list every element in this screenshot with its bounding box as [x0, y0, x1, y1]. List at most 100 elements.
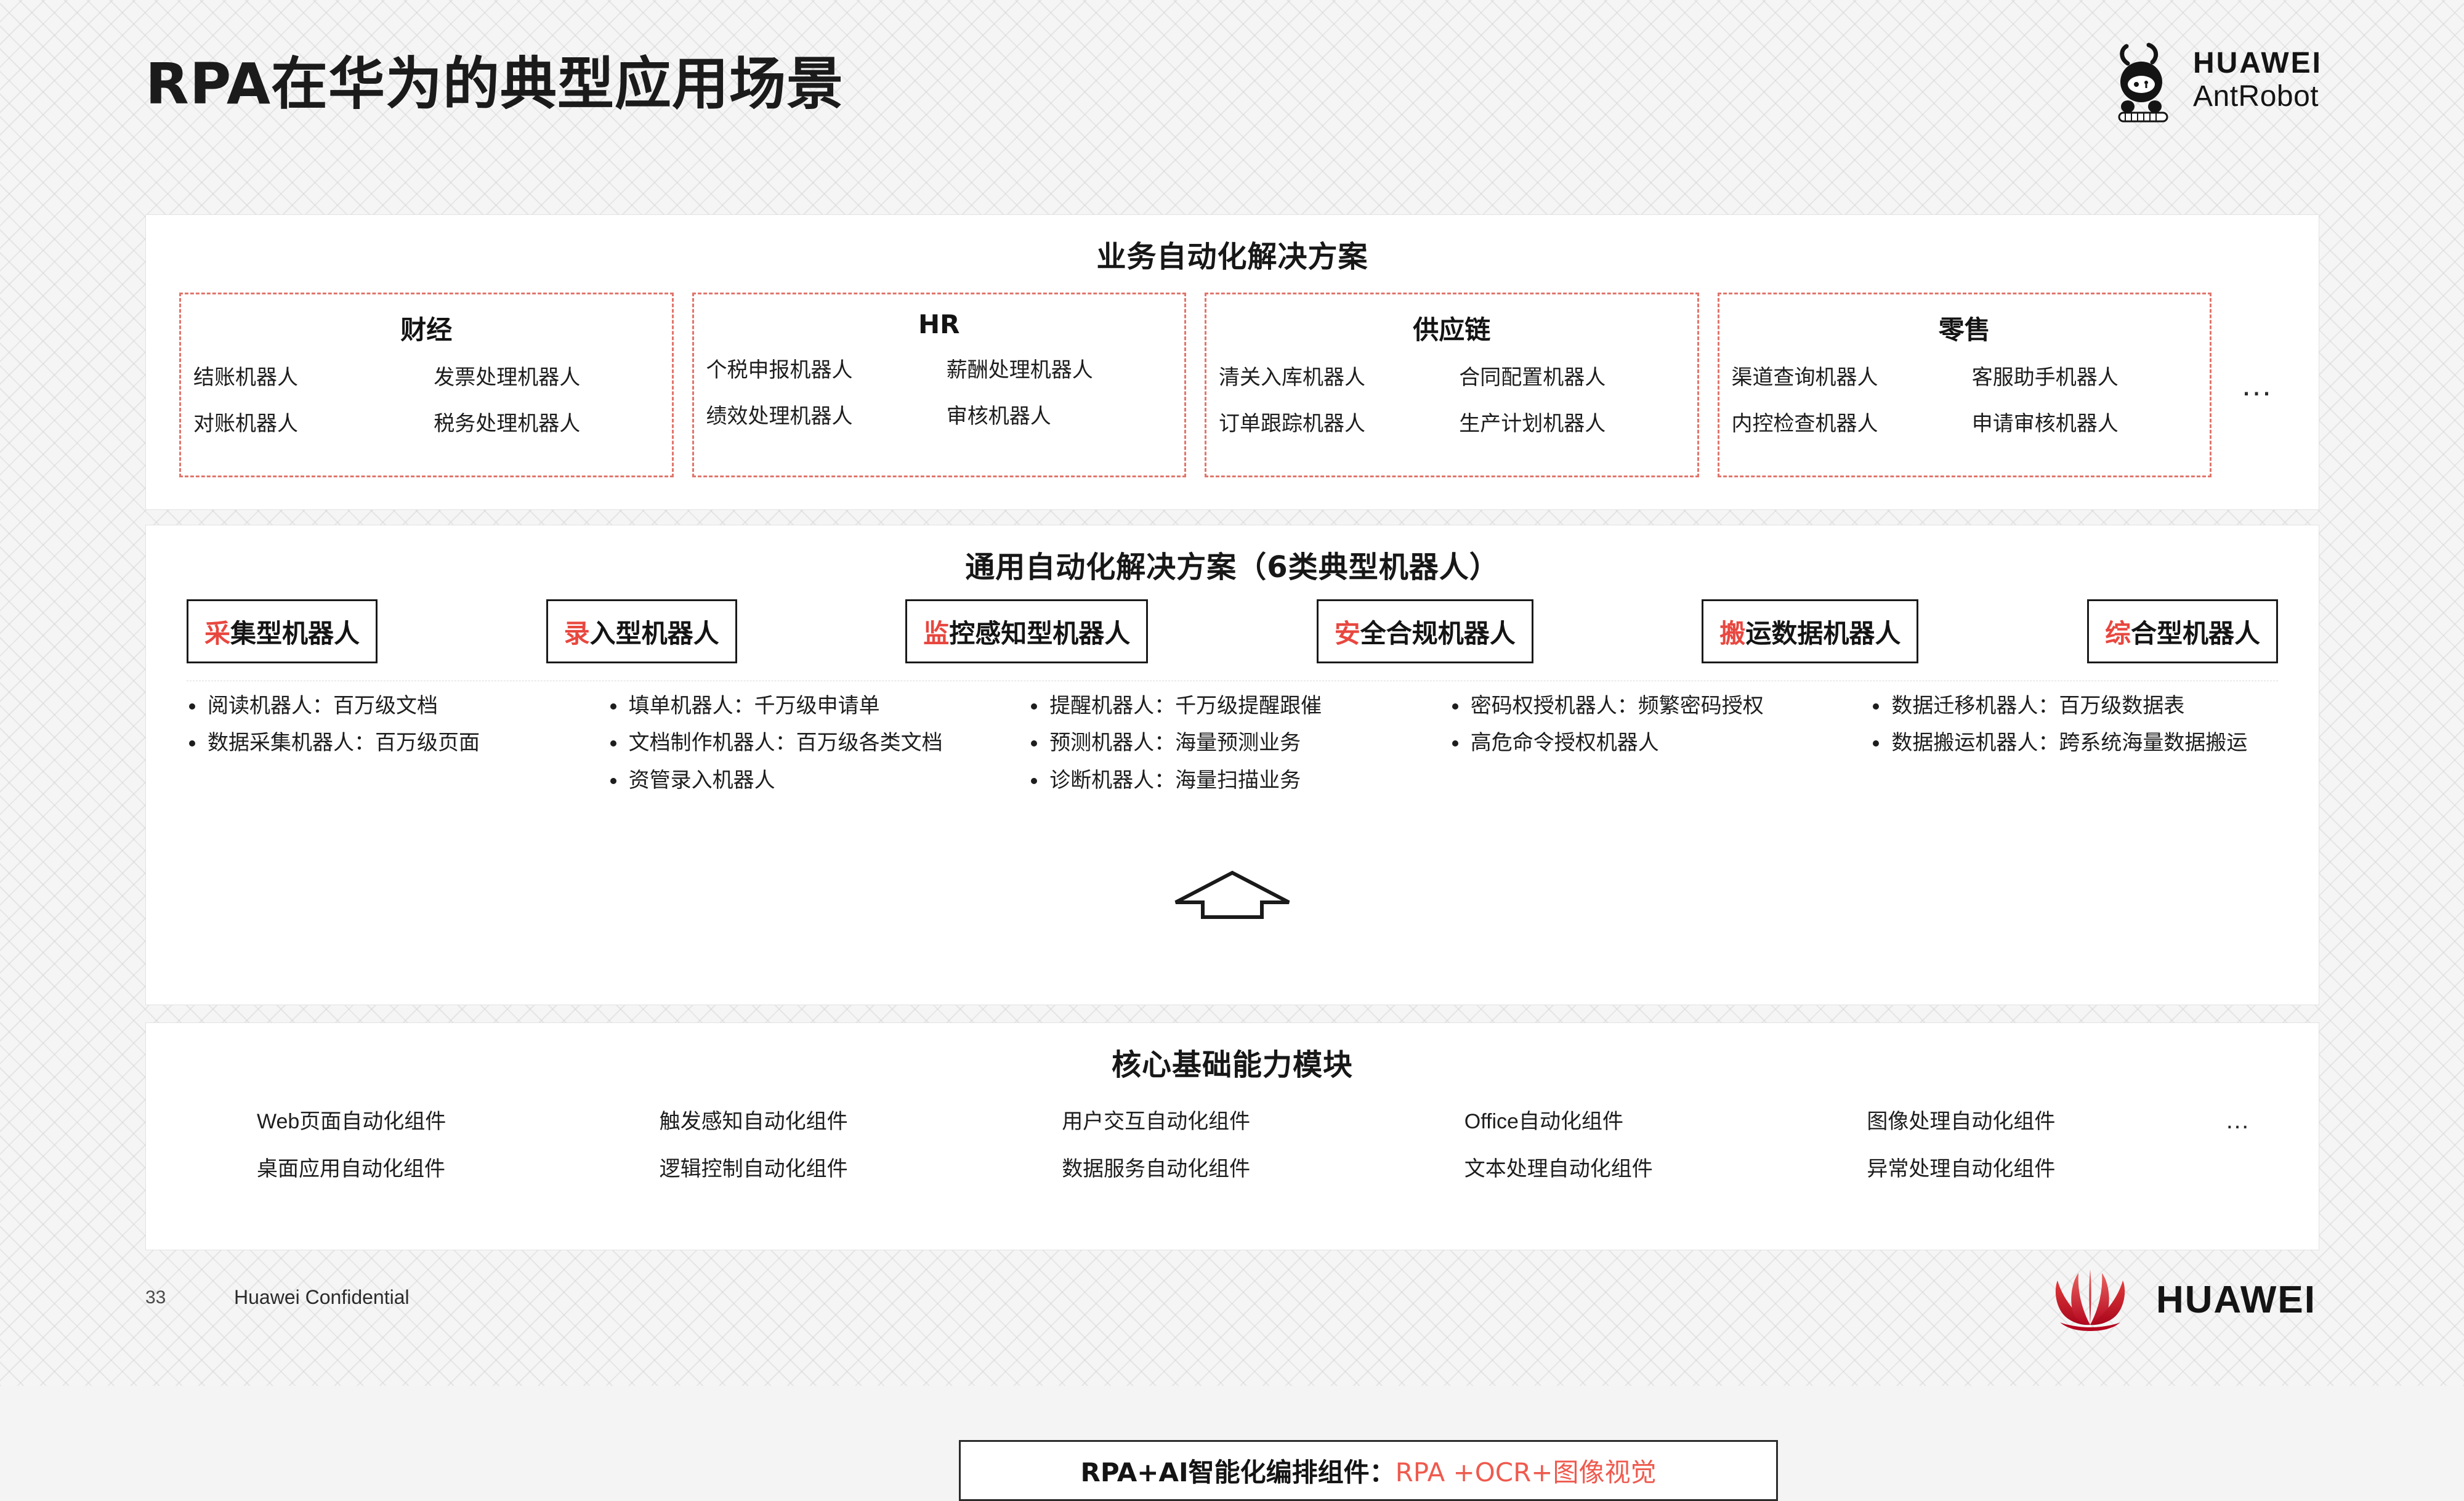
domain-card-items: 结账机器人 发票处理机器人 对账机器人 税务处理机器人: [193, 360, 660, 437]
domain-item: 税务处理机器人: [434, 412, 581, 435]
business-panel-title: 业务自动化解决方案: [1096, 240, 1368, 274]
orchestration-label: RPA+AI智能化编排组件：: [1080, 1457, 1396, 1487]
core-item: 逻辑控制自动化组件: [659, 1157, 848, 1181]
chip-highlight-char: 监: [923, 618, 950, 649]
ant-robot-icon: [2109, 34, 2177, 126]
domain-card-row: 财经 结账机器人 发票处理机器人 对账机器人 税务处理机器人 HR 个税申报机器…: [179, 293, 2285, 477]
core-item: 图像处理自动化组件: [1867, 1110, 2056, 1133]
chip-rest-text: 合型机器人: [2130, 618, 2260, 649]
chip-highlight-char: 搬: [1719, 618, 1746, 649]
chip-highlight-char: 安: [1334, 618, 1360, 649]
detail-column-monitoring: 提醒机器人：千万级提醒跟催 预测机器人：海量预测业务 诊断机器人：海量扫描业务: [1025, 691, 1440, 803]
domain-card-title: 财经: [400, 315, 453, 345]
core-column-interaction: 用户交互自动化组件 数据服务自动化组件: [988, 1104, 1391, 1199]
core-more-ellipsis: …: [2224, 1107, 2252, 1134]
list-item: 密码权授机器人：频繁密码授权: [1446, 691, 1855, 721]
domain-more-ellipsis: …: [2240, 367, 2275, 403]
page-number: 33: [145, 1287, 166, 1308]
generic-automation-panel: 通用自动化解决方案（6类典型机器人） 采集型机器人 录入型机器人 监控感知型机器…: [145, 525, 2319, 1501]
list-item: 预测机器人：海量预测业务: [1025, 728, 1434, 758]
detail-column-security: 密码权授机器人：频繁密码授权 高危命令授权机器人: [1446, 691, 1861, 803]
chip-rest-text: 全合规机器人: [1360, 618, 1516, 649]
robot-detail-columns: 阅读机器人：百万级文档 数据采集机器人：百万级页面 填单机器人：千万级申请单 文…: [183, 691, 2282, 803]
core-item: 桌面应用自动化组件: [257, 1157, 445, 1181]
domain-item: 订单跟踪机器人: [1219, 412, 1365, 435]
domain-card-title: HR: [918, 309, 960, 339]
list-item: 数据迁移机器人：百万级数据表: [1867, 691, 2276, 721]
domain-card-finance[interactable]: 财经 结账机器人 发票处理机器人 对账机器人 税务处理机器人: [179, 293, 674, 477]
list-item: 资管录入机器人: [604, 766, 1013, 795]
list-item: 诊断机器人：海量扫描业务: [1025, 766, 1434, 795]
chip-rest-text: 运数据机器人: [1745, 618, 1901, 649]
orchestration-arrow-wrap: [146, 870, 2319, 920]
domain-item: 合同配置机器人: [1459, 366, 1606, 389]
list-item: 高危命令授权机器人: [1446, 728, 1855, 758]
business-automation-panel: 业务自动化解决方案 财经 结账机器人 发票处理机器人 对账机器人 税务处理机器人…: [145, 214, 2319, 510]
huawei-logo-lockup: HUAWEI: [2038, 1266, 2316, 1333]
robot-chip-entry[interactable]: 录入型机器人: [546, 599, 737, 663]
core-capability-panel: 核心基础能力模块 Web页面自动化组件 桌面应用自动化组件 触发感知自动化组件 …: [145, 1022, 2319, 1250]
core-column-web: Web页面自动化组件 桌面应用自动化组件: [183, 1104, 586, 1199]
domain-card-items: 清关入库机器人 合同配置机器人 订单跟踪机器人 生产计划机器人: [1219, 360, 1685, 437]
robot-chip-data-transfer[interactable]: 搬运数据机器人: [1702, 599, 1919, 663]
chip-highlight-char: 采: [204, 618, 231, 649]
chip-highlight-char: 录: [563, 618, 590, 649]
robot-chip-composite[interactable]: 综合型机器人: [2086, 599, 2278, 663]
chip-highlight-char: 综: [2104, 618, 2131, 649]
domain-card-title: 供应链: [1413, 315, 1491, 345]
core-item: 异常处理自动化组件: [1867, 1157, 2056, 1181]
domain-item: 结账机器人: [193, 366, 298, 389]
brand-line-2: AntRobot: [2193, 80, 2319, 113]
domain-card-retail[interactable]: 零售 渠道查询机器人 客服助手机器人 内控检查机器人 申请审核机器人: [1717, 293, 2212, 477]
domain-item: 生产计划机器人: [1459, 412, 1606, 435]
domain-item: 发票处理机器人: [434, 366, 581, 389]
domain-item: 申请审核机器人: [1971, 412, 2119, 435]
huawei-logo-text: HUAWEI: [2156, 1278, 2316, 1321]
list-item: 提醒机器人：千万级提醒跟催: [1025, 691, 1434, 721]
list-item: 填单机器人：千万级申请单: [604, 691, 1013, 721]
chip-rest-text: 入型机器人: [589, 618, 719, 649]
chip-rest-text: 控感知型机器人: [949, 618, 1131, 649]
slide-canvas: RPA在华为的典型应用场景 HUAWEI AntRobot 业务自动化解决: [145, 34, 2322, 1501]
core-column-trigger: 触发感知自动化组件 逻辑控制自动化组件: [586, 1104, 988, 1199]
brand-lockup: HUAWEI AntRobot: [2109, 34, 2322, 126]
detail-column-entry: 填单机器人：千万级申请单 文档制作机器人：百万级各类文档 资管录入机器人: [604, 691, 1019, 803]
domain-item: 薪酬处理机器人: [946, 358, 1093, 382]
orchestration-tech-stack: RPA +OCR+图像视觉: [1395, 1457, 1657, 1487]
core-item: Web页面自动化组件: [257, 1110, 446, 1133]
chip-rest-text: 集型机器人: [230, 618, 360, 649]
core-capability-grid: Web页面自动化组件 桌面应用自动化组件 触发感知自动化组件 逻辑控制自动化组件…: [183, 1104, 2282, 1199]
domain-card-items: 渠道查询机器人 客服助手机器人 内控检查机器人 申请审核机器人: [1732, 360, 2198, 437]
page-title: RPA在华为的典型应用场景: [145, 51, 844, 117]
domain-card-supply-chain[interactable]: 供应链 清关入库机器人 合同配置机器人 订单跟踪机器人 生产计划机器人: [1205, 293, 1699, 477]
list-item: 数据搬运机器人：跨系统海量数据搬运: [1867, 728, 2276, 758]
core-column-image: 图像处理自动化组件 异常处理自动化组件: [1793, 1104, 2195, 1199]
robot-chip-security[interactable]: 安全合规机器人: [1316, 599, 1533, 663]
domain-item: 个税申报机器人: [706, 358, 853, 382]
huawei-flower-icon: [2038, 1266, 2143, 1333]
robot-chip-monitoring[interactable]: 监控感知型机器人: [905, 599, 1149, 663]
domain-item: 清关入库机器人: [1219, 366, 1365, 389]
confidentiality-notice: Huawei Confidential: [234, 1286, 410, 1308]
core-item: Office自动化组件: [1464, 1110, 1623, 1133]
domain-item: 对账机器人: [193, 412, 298, 435]
core-item: 数据服务自动化组件: [1062, 1157, 1251, 1181]
list-item: 文档制作机器人：百万级各类文档: [604, 728, 1013, 758]
core-item: 文本处理自动化组件: [1464, 1157, 1653, 1181]
list-item: 阅读机器人：百万级文档: [183, 691, 592, 721]
detail-column-data-transfer: 数据迁移机器人：百万级数据表 数据搬运机器人：跨系统海量数据搬运: [1867, 691, 2282, 803]
core-panel-title: 核心基础能力模块: [1111, 1048, 1353, 1082]
core-item: 触发感知自动化组件: [659, 1110, 848, 1133]
generic-panel-title: 通用自动化解决方案（6类典型机器人）: [965, 550, 1500, 585]
orchestration-bar[interactable]: RPA+AI智能化编排组件：RPA +OCR+图像视觉: [959, 1440, 1778, 1501]
core-column-office: Office自动化组件 文本处理自动化组件: [1391, 1104, 1793, 1199]
robot-type-chip-row: 采集型机器人 录入型机器人 监控感知型机器人 安全合规机器人 搬运数据机器人 综…: [187, 599, 2278, 663]
arrow-up-icon: [1171, 870, 1294, 920]
robot-chip-collector[interactable]: 采集型机器人: [187, 599, 378, 663]
domain-card-hr[interactable]: HR 个税申报机器人 薪酬处理机器人 绩效处理机器人 审核机器人: [692, 293, 1186, 477]
domain-item: 客服助手机器人: [1971, 366, 2119, 389]
domain-item: 内控检查机器人: [1731, 412, 1878, 435]
detail-column-collector: 阅读机器人：百万级文档 数据采集机器人：百万级页面: [183, 691, 598, 803]
core-item: 用户交互自动化组件: [1062, 1110, 1251, 1133]
domain-item: 渠道查询机器人: [1731, 366, 1878, 389]
